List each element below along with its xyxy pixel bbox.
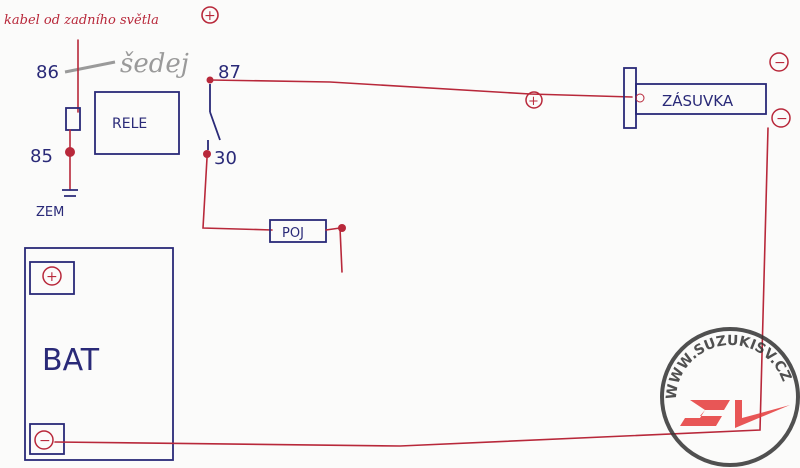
fuse-box: [269, 219, 327, 243]
wire-ground-return: [54, 127, 769, 447]
socket-plus-terminal: [635, 93, 645, 103]
ground-icon: [62, 189, 78, 197]
socket-minus-top: −: [774, 55, 786, 71]
wire-fuse-battery: [325, 227, 343, 273]
plus-symbol-icon: [201, 6, 219, 24]
battery-minus-icon: [34, 430, 54, 450]
socket-minus-right-icon: [771, 108, 791, 128]
wire-87-socket: [209, 79, 633, 98]
ground-label: ZEM: [36, 205, 64, 220]
rear-light-plus: +: [204, 8, 216, 24]
socket-plus-icon: [525, 91, 543, 109]
socket-label: ZÁSUVKA: [662, 91, 734, 110]
battery-minus-terminal: [29, 423, 65, 455]
battery-minus-label: −: [39, 433, 51, 449]
socket-flange: [623, 67, 637, 129]
pin-30-label: 30: [214, 148, 237, 169]
battery-plus-icon: [42, 266, 62, 286]
relay-box: [94, 91, 180, 155]
battery-box: [24, 247, 174, 461]
relay-switch: [207, 84, 221, 150]
socket-minus-top-icon: [769, 52, 789, 72]
pin-86-label: 86: [36, 62, 59, 83]
rear-light-cable-label: kabel od zadního světla: [4, 13, 159, 28]
watermark-ring: [660, 327, 800, 467]
terminal-30: [203, 150, 211, 158]
suzukisv-watermark: WWW.SUZUKISV.CZ: [660, 327, 800, 467]
fuse-label: POJ: [282, 226, 304, 241]
fuse-terminal: [338, 224, 346, 232]
pin-85-label: 85: [30, 146, 53, 167]
sv-logo-icon: [680, 400, 790, 428]
relay-label: RELE: [112, 116, 147, 132]
socket-plus-label: +: [528, 94, 539, 109]
battery-plus-label: +: [46, 269, 58, 285]
grey-wire: [64, 60, 116, 74]
battery-plus-terminal: [29, 261, 75, 295]
pin-87-label: 87: [218, 62, 241, 83]
wire-30-fuse: [202, 157, 273, 231]
socket-minus-right: −: [776, 111, 788, 127]
grey-wire-label: šedej: [120, 49, 189, 79]
battery-label: BAT: [42, 343, 100, 378]
terminal-85: [65, 147, 75, 157]
relay-coil: [65, 107, 81, 131]
watermark-text: WWW.SUZUKISV.CZ: [664, 333, 795, 401]
